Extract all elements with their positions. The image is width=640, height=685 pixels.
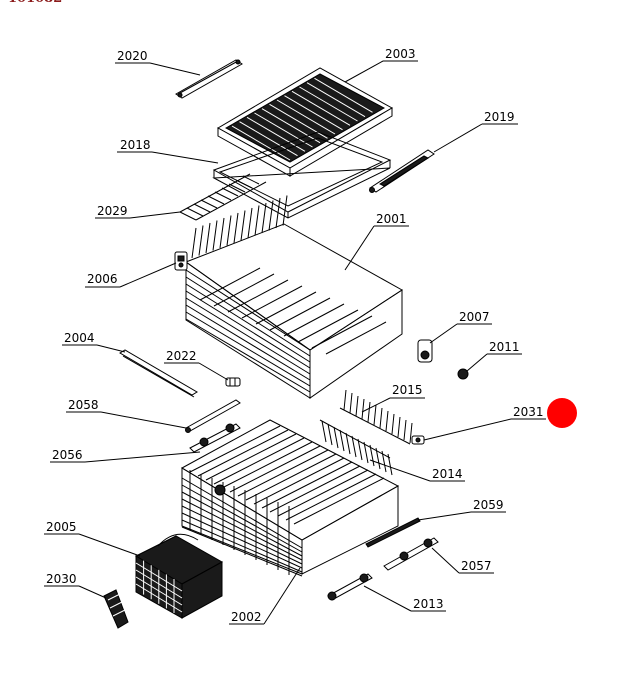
label-2014: 2014 bbox=[369, 459, 465, 482]
svg-text:2004: 2004 bbox=[64, 331, 95, 345]
label-2018: 2018 bbox=[117, 138, 219, 164]
part-2022-connector bbox=[225, 377, 241, 387]
label-2015: 2015 bbox=[361, 383, 425, 413]
part-2058-rail bbox=[185, 399, 241, 433]
label-2022: 2022 bbox=[164, 349, 229, 381]
label-2030: 2030 bbox=[44, 572, 107, 599]
part-2011-wheel bbox=[457, 368, 469, 380]
svg-text:2057: 2057 bbox=[461, 559, 492, 573]
label-2059: 2059 bbox=[417, 498, 506, 521]
label-2005: 2005 bbox=[44, 520, 141, 557]
part-2030-panel bbox=[103, 589, 129, 629]
label-2002: 2002 bbox=[229, 567, 301, 625]
part-2020-rail bbox=[175, 59, 243, 99]
part-2001-upper-basket bbox=[184, 195, 403, 399]
part-2059-rail bbox=[365, 517, 421, 548]
label-2029: 2029 bbox=[95, 204, 181, 219]
svg-text:2018: 2018 bbox=[120, 138, 151, 152]
part-2057-wheel-assembly bbox=[383, 537, 439, 571]
svg-text:2006: 2006 bbox=[87, 272, 118, 286]
part-2031-fitting bbox=[411, 435, 425, 445]
svg-text:2031: 2031 bbox=[513, 405, 544, 419]
part-2007-wheel-holder bbox=[417, 339, 433, 363]
highlight-marker[interactable] bbox=[547, 398, 577, 428]
svg-text:2030: 2030 bbox=[46, 572, 77, 586]
svg-text:2059: 2059 bbox=[473, 498, 504, 512]
label-2019: 2019 bbox=[433, 110, 518, 153]
svg-text:2029: 2029 bbox=[97, 204, 128, 218]
part-2013-wheel-assembly bbox=[327, 573, 373, 601]
part-2002-lower-basket bbox=[180, 419, 400, 577]
svg-text:2056: 2056 bbox=[52, 448, 83, 462]
part-2014-tine-row bbox=[319, 419, 393, 476]
part-2019-rail bbox=[369, 149, 435, 193]
svg-text:2005: 2005 bbox=[46, 520, 77, 534]
svg-text:2058: 2058 bbox=[68, 398, 99, 412]
label-2011: 2011 bbox=[466, 340, 522, 372]
part-2003-cutlery-tray bbox=[216, 67, 394, 177]
svg-text:2001: 2001 bbox=[376, 212, 407, 226]
label-2020: 2020 bbox=[115, 49, 201, 76]
diagram-code: 101082 bbox=[8, 0, 62, 6]
svg-text:2003: 2003 bbox=[385, 47, 416, 61]
label-2006: 2006 bbox=[85, 262, 177, 288]
label-2058: 2058 bbox=[66, 398, 187, 429]
svg-text:2015: 2015 bbox=[392, 383, 423, 397]
label-2013: 2013 bbox=[363, 585, 446, 612]
svg-text:2020: 2020 bbox=[117, 49, 148, 63]
svg-text:2013: 2013 bbox=[413, 597, 444, 611]
label-2057: 2057 bbox=[431, 547, 494, 574]
svg-text:2007: 2007 bbox=[459, 310, 490, 324]
label-2003: 2003 bbox=[344, 47, 418, 83]
label-2031: 2031 bbox=[423, 405, 546, 441]
svg-text:2019: 2019 bbox=[484, 110, 515, 124]
part-2005-cutlery-basket bbox=[134, 533, 224, 619]
part-2018-frame bbox=[212, 131, 392, 219]
label-2001: 2001 bbox=[344, 212, 409, 271]
svg-text:2002: 2002 bbox=[231, 610, 262, 624]
label-2007: 2007 bbox=[429, 310, 492, 344]
svg-text:2014: 2014 bbox=[432, 467, 463, 481]
part-2004-strip bbox=[119, 349, 198, 398]
part-2006-clip bbox=[174, 251, 188, 271]
svg-text:2022: 2022 bbox=[166, 349, 197, 363]
part-2029-wire-rack bbox=[179, 173, 267, 221]
svg-text:2011: 2011 bbox=[489, 340, 520, 354]
label-2056: 2056 bbox=[50, 448, 201, 463]
part-2056-wheel-assembly bbox=[189, 423, 241, 453]
label-2004: 2004 bbox=[62, 331, 126, 353]
part-2015-tine-row bbox=[339, 389, 413, 445]
